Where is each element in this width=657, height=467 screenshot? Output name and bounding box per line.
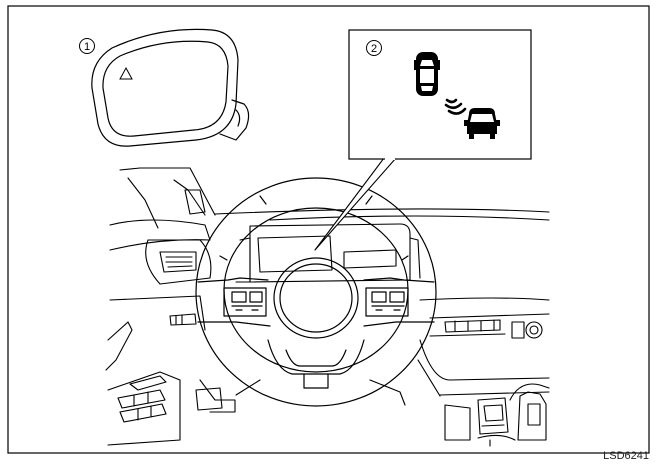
dashboard-interior [105, 167, 550, 447]
callout-badge-2: 2 [366, 40, 382, 56]
callout-number-1: 1 [84, 41, 90, 53]
adjacent-vehicle-icon [464, 108, 500, 139]
callout-number-2: 2 [371, 43, 377, 55]
figure-code: LSD6241 [603, 450, 649, 462]
figure-border [7, 5, 650, 454]
side-mirror [91, 28, 250, 147]
warning-triangle-icon [119, 66, 133, 80]
own-vehicle-icon [414, 52, 440, 96]
callout-badge-1: 1 [79, 38, 95, 54]
callout-pointer [314, 157, 397, 251]
steering-wheel [195, 177, 437, 407]
detection-waves-icon [444, 98, 467, 115]
